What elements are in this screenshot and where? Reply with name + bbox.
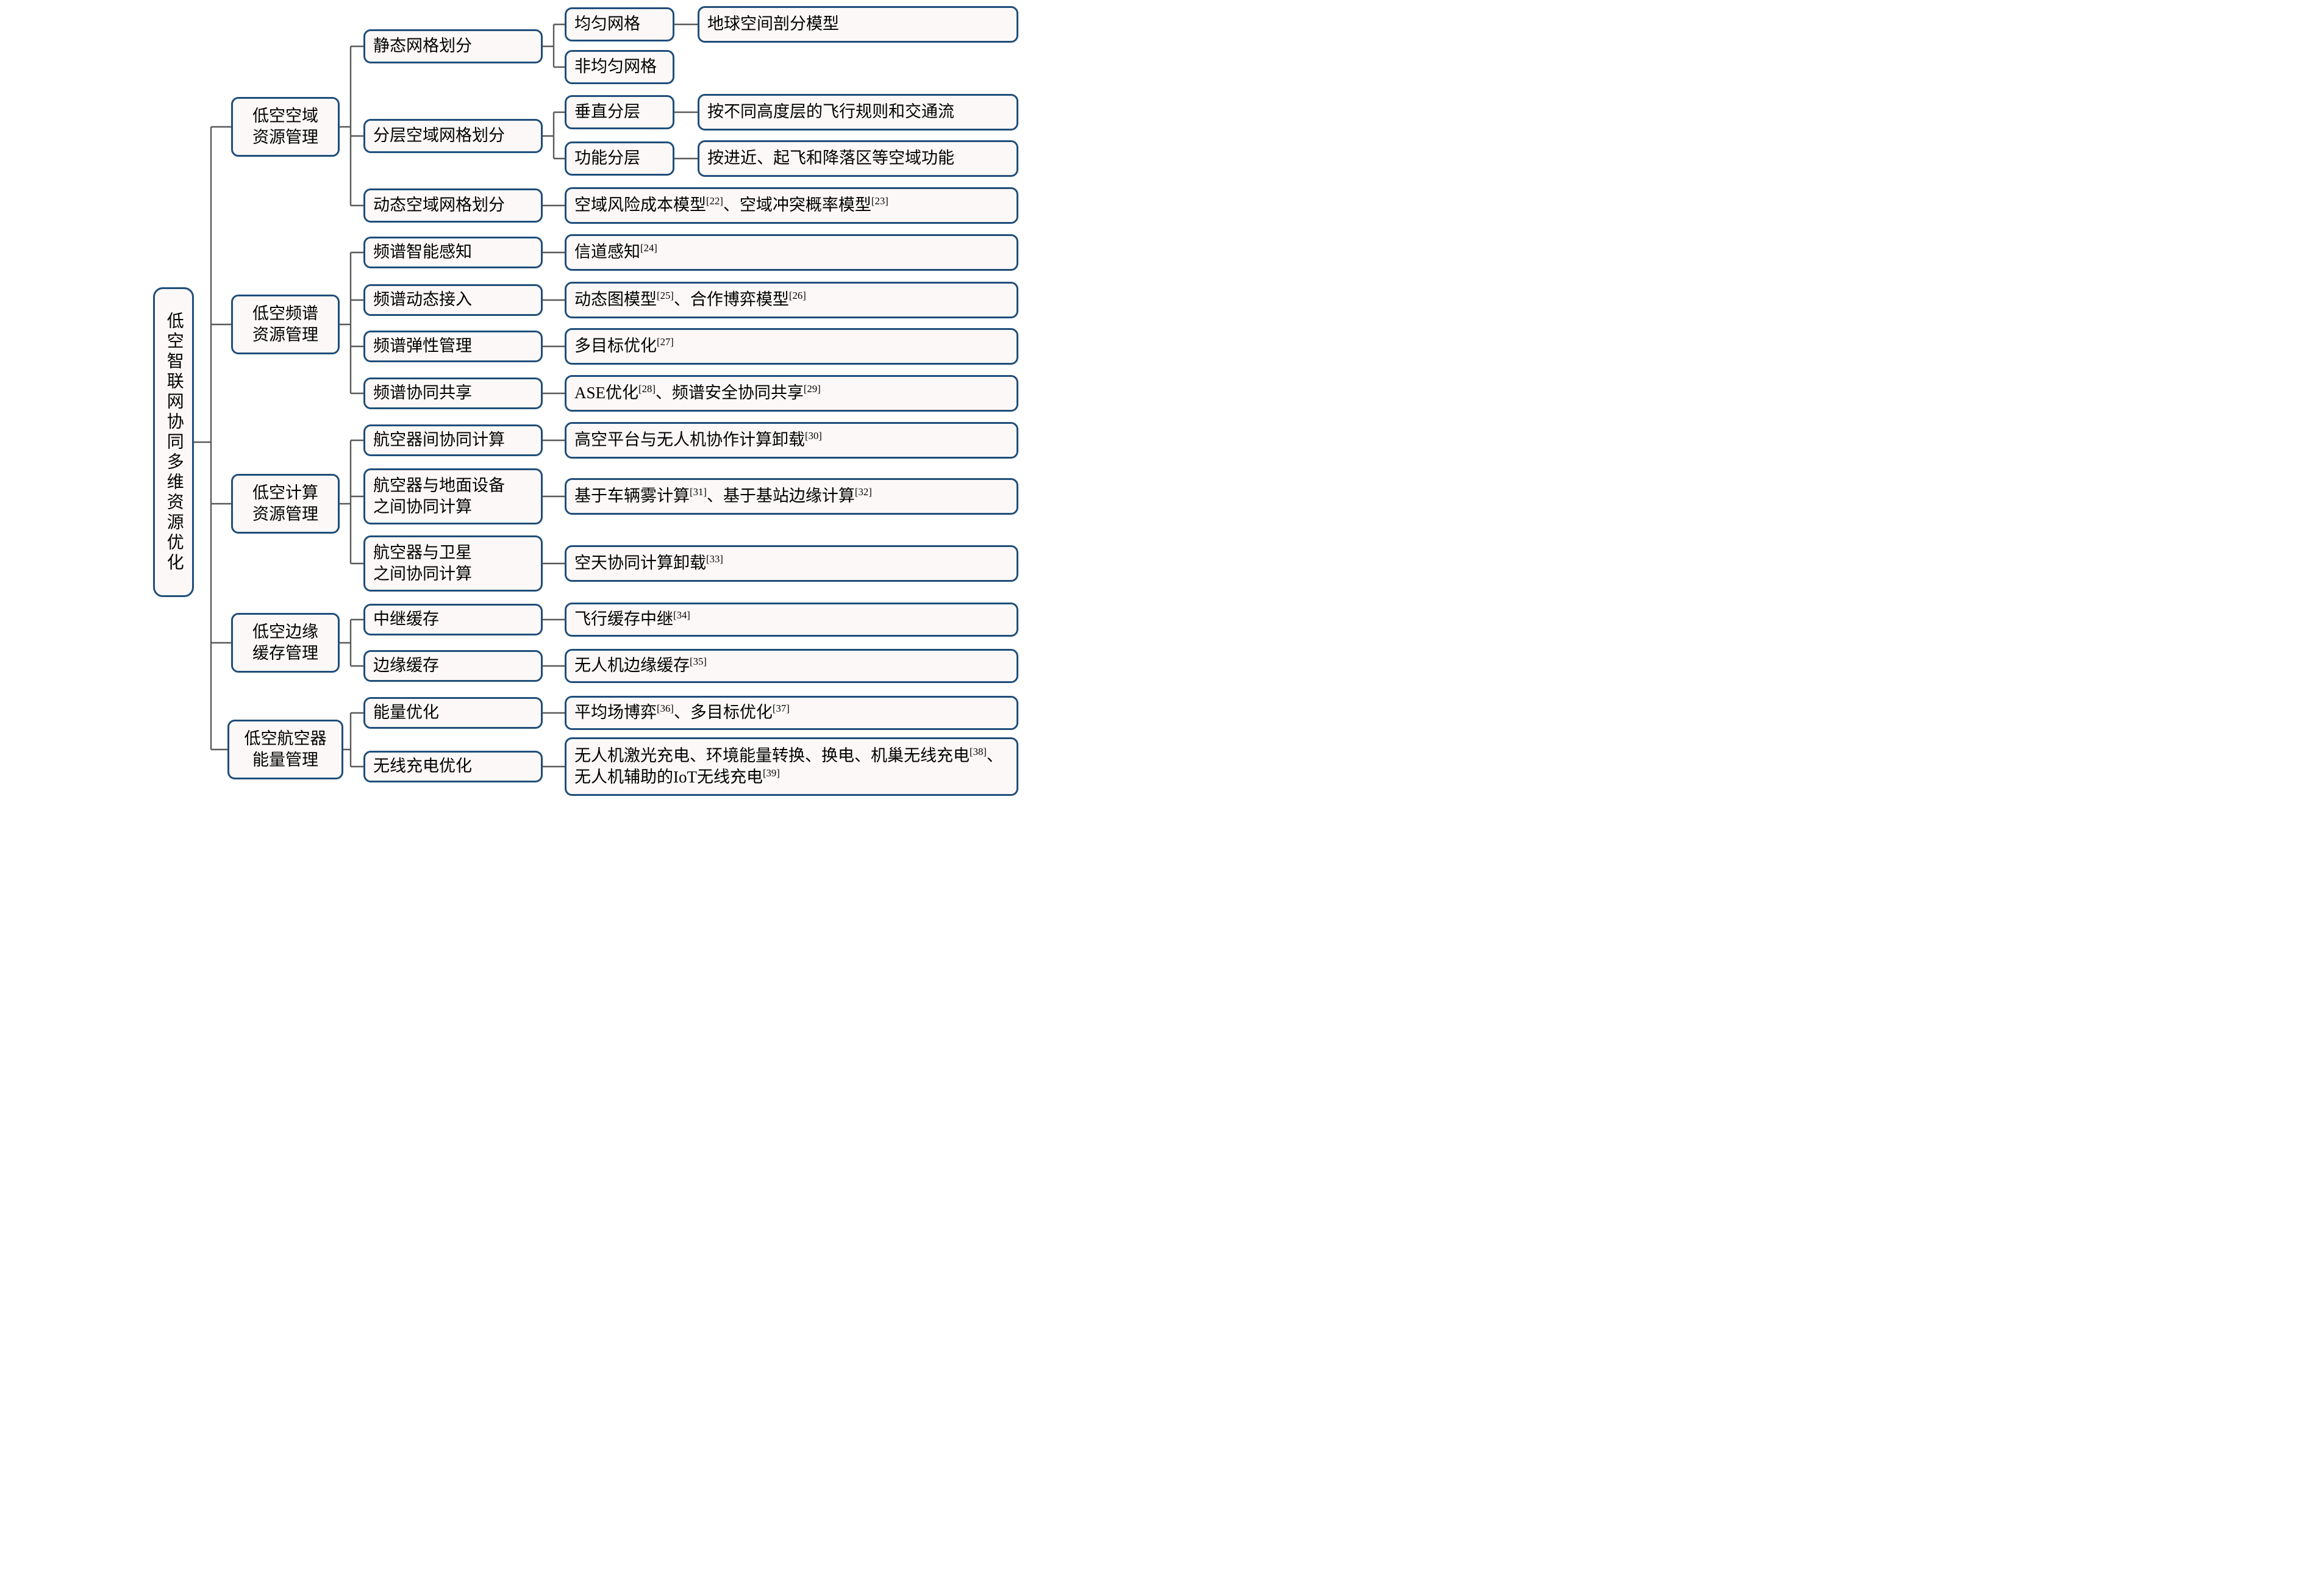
detail-flying-cache-relay: 飞行缓存中继[34] <box>565 603 1018 637</box>
node-label: 均匀网格 <box>574 15 640 34</box>
detail-label: 空域风险成本模型[22]、空域冲突概率模型[23] <box>574 195 888 215</box>
detail-multi-objective-optimization: 多目标优化[27] <box>565 328 1018 365</box>
node-energy-optimization: 能量优化 <box>363 697 543 729</box>
detail-label: 空天协同计算卸载[33] <box>574 553 723 573</box>
detail-airspace-risk-and-conflict-models: 空域风险成本模型[22]、空域冲突概率模型[23] <box>565 187 1018 224</box>
detail-flight-rules-and-traffic-flow: 按不同高度层的飞行规则和交通流 <box>698 94 1018 131</box>
connector-computing-children <box>340 439 363 565</box>
node-spectrum-dynamic-access: 频谱动态接入 <box>363 284 543 316</box>
node-layered-airspace-grid-division: 分层空域网格划分 <box>363 119 543 153</box>
detail-label: 无人机激光充电、环境能量转换、换电、机巢无线充电[38]、无人机辅助的IoT无线… <box>574 745 1003 786</box>
node-label: 频谱弹性管理 <box>373 337 472 356</box>
branch-airspace-management: 低空空域 资源管理 <box>231 97 340 157</box>
node-nonuniform-grid: 非均匀网格 <box>565 50 674 84</box>
detail-earth-spatial-subdivision-model: 地球空间剖分模型 <box>698 6 1018 43</box>
node-spectrum-cooperative-sharing: 频谱协同共享 <box>363 378 543 409</box>
branch-label: 低空计算 资源管理 <box>252 483 318 523</box>
node-label: 边缘缓存 <box>373 656 439 675</box>
node-spectrum-elastic-management: 频谱弹性管理 <box>363 331 543 362</box>
node-static-grid-division: 静态网格划分 <box>363 29 543 63</box>
node-label: 航空器与地面设备 之间协同计算 <box>373 476 505 516</box>
node-functional-layering: 功能分层 <box>565 141 674 176</box>
node-label: 功能分层 <box>574 149 640 168</box>
connector-static-grid-children <box>543 23 565 68</box>
detail-uav-charging-methods: 无人机激光充电、环境能量转换、换电、机巢无线充电[38]、无人机辅助的IoT无线… <box>565 737 1018 796</box>
diagram-canvas: 低空智联网协同多维资源优化 低空空域 资源管理 低空频谱 资源管理 低空计算 资… <box>0 0 1152 798</box>
detail-uav-edge-caching: 无人机边缘缓存[35] <box>565 649 1018 683</box>
detail-label: 信道感知[24] <box>574 242 657 262</box>
root-label: 低空智联网协同多维资源优化 <box>164 311 184 573</box>
connector-spectrum-children <box>340 251 363 395</box>
detail-label: 地球空间剖分模型 <box>707 15 839 34</box>
branch-label: 低空边缘 缓存管理 <box>252 622 318 662</box>
branch-spectrum-management: 低空频谱 资源管理 <box>231 295 340 354</box>
root-node-low-altitude-network: 低空智联网协同多维资源优化 <box>153 287 194 597</box>
connector-grid-detail-lines <box>674 23 698 160</box>
node-label: 航空器间协同计算 <box>373 431 505 449</box>
detail-label: 高空平台与无人机协作计算卸载[30] <box>574 430 822 449</box>
branch-energy-management: 低空航空器 能量管理 <box>227 720 343 779</box>
branch-edge-caching-management: 低空边缘 缓存管理 <box>231 613 340 673</box>
detail-label: 动态图模型[25]、合作博弈模型[26] <box>574 290 806 309</box>
detail-mean-field-game-multi-objective: 平均场博弈[36]、多目标优化[37] <box>565 696 1018 730</box>
node-label: 频谱协同共享 <box>373 384 472 403</box>
connector-caching-children <box>340 618 363 667</box>
detail-label: 飞行缓存中继[34] <box>574 609 690 629</box>
connector-layered-grid-children <box>543 111 565 160</box>
node-label: 静态网格划分 <box>373 37 472 55</box>
detail-label: 按不同高度层的飞行规则和交通流 <box>707 102 954 121</box>
node-relay-caching: 中继缓存 <box>363 604 543 635</box>
detail-label: ASE优化[28]、频谱安全协同共享[29] <box>574 383 821 403</box>
branch-label: 低空空域 资源管理 <box>252 106 318 146</box>
detail-label: 无人机边缘缓存[35] <box>574 656 707 675</box>
node-wireless-charging-optimization: 无线充电优化 <box>363 751 543 782</box>
detail-dynamic-graph-and-cooperative-game-models: 动态图模型[25]、合作博弈模型[26] <box>565 282 1018 318</box>
detail-label: 按进近、起飞和降落区等空域功能 <box>707 149 954 168</box>
node-label: 频谱动态接入 <box>373 290 472 309</box>
node-label: 频谱智能感知 <box>373 243 472 262</box>
detail-ase-optimization-secure-sharing: ASE优化[28]、频谱安全协同共享[29] <box>565 375 1018 412</box>
node-aircraft-satellite-computing: 航空器与卫星 之间协同计算 <box>363 535 543 592</box>
node-spectrum-intelligent-sensing: 频谱智能感知 <box>363 237 543 268</box>
connector-node-to-detail-lines <box>543 204 565 768</box>
connector-layer <box>194 23 698 768</box>
node-label: 航空器与卫星 之间协同计算 <box>373 543 472 583</box>
detail-space-air-computation-offloading: 空天协同计算卸载[33] <box>565 545 1018 582</box>
node-label: 无线充电优化 <box>373 757 472 776</box>
node-inter-aircraft-computing: 航空器间协同计算 <box>363 424 543 456</box>
branch-computing-management: 低空计算 资源管理 <box>231 474 340 534</box>
node-label: 中继缓存 <box>373 610 439 629</box>
node-vertical-layering: 垂直分层 <box>565 95 674 129</box>
detail-label: 平均场博弈[36]、多目标优化[37] <box>574 703 790 722</box>
branch-label: 低空航空器 能量管理 <box>244 729 327 769</box>
detail-label: 基于车辆雾计算[31]、基于基站边缘计算[32] <box>574 486 872 506</box>
node-label: 垂直分层 <box>574 102 640 121</box>
connector-root-to-branches <box>194 126 231 751</box>
node-dynamic-airspace-grid-division: 动态空域网格划分 <box>363 188 543 223</box>
detail-vehicle-fog-and-bs-edge-computing: 基于车辆雾计算[31]、基于基站边缘计算[32] <box>565 478 1018 515</box>
detail-approach-takeoff-landing-functions: 按进近、起飞和降落区等空域功能 <box>698 140 1018 177</box>
node-label: 非均匀网格 <box>574 57 657 76</box>
detail-label: 多目标优化[27] <box>574 336 674 356</box>
detail-haps-uav-computation-offloading: 高空平台与无人机协作计算卸载[30] <box>565 422 1018 459</box>
node-uniform-grid: 均匀网格 <box>565 7 674 41</box>
branch-label: 低空频谱 资源管理 <box>252 304 318 344</box>
node-label: 能量优化 <box>373 703 439 722</box>
node-label: 动态空域网格划分 <box>373 196 505 215</box>
node-aircraft-ground-computing: 航空器与地面设备 之间协同计算 <box>363 468 543 524</box>
detail-channel-sensing: 信道感知[24] <box>565 234 1018 271</box>
node-edge-caching: 边缘缓存 <box>363 650 543 682</box>
connector-airspace-children <box>340 45 363 207</box>
connector-energy-children <box>340 712 363 768</box>
node-label: 分层空域网格划分 <box>373 126 505 145</box>
